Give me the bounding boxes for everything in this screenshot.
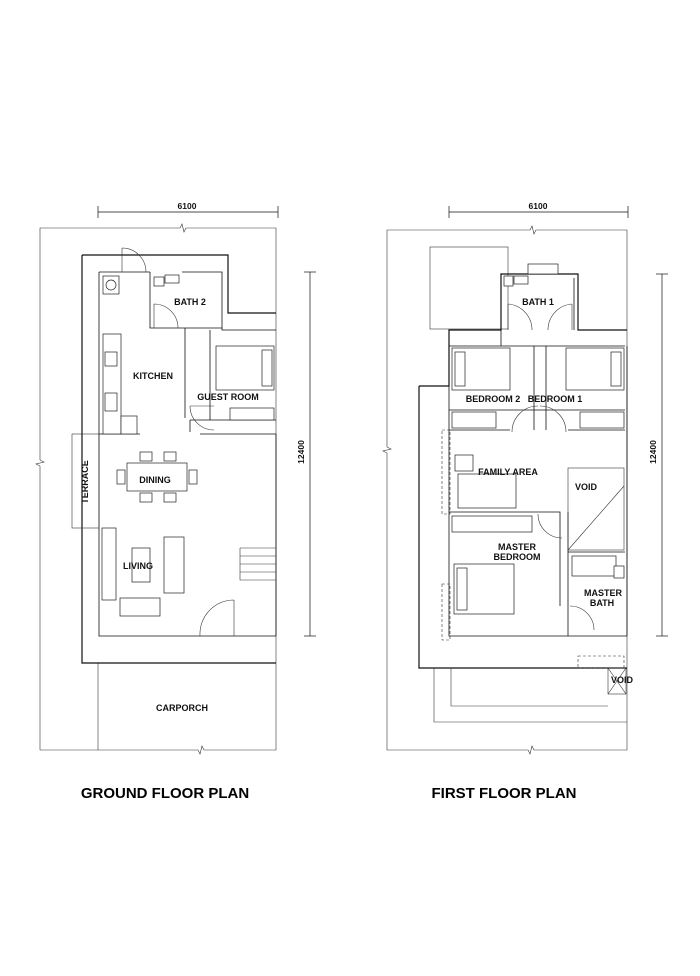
gf-label-carporch: CARPORCH [156, 703, 208, 713]
first-floor-plan [382, 206, 668, 755]
ff-site-boundary [382, 225, 628, 755]
ff-shower [527, 263, 559, 275]
gf-chair-5 [116, 469, 126, 485]
gf-chair-3 [139, 492, 153, 503]
gf-depth-dim: 12400 [296, 440, 306, 464]
gf-entry-door [121, 247, 147, 273]
ff-balcony [441, 429, 451, 515]
ff-label-bedroom2: BEDROOM 2 [466, 394, 521, 404]
gf-bath2-door [153, 303, 179, 329]
ff-width-dim: 6100 [529, 201, 548, 211]
ff-partition [533, 346, 547, 430]
gf-guest-wardrobe [229, 407, 275, 421]
ff-armchair [454, 454, 474, 472]
ff-bath1-door-r [547, 303, 573, 331]
gf-label-kitchen: KITCHEN [133, 371, 173, 381]
ff-label-master-bedroom-1: MASTER [498, 542, 537, 552]
ff-wardrobe1 [579, 411, 625, 429]
ff-depth-dim: 12400 [648, 440, 658, 464]
ff-void-upper-box [567, 467, 625, 551]
gf-wall-top [82, 254, 276, 314]
ff-bedroom2-door [511, 405, 539, 433]
gf-sink [104, 351, 118, 367]
ff-master-pillow [456, 567, 468, 611]
ff-bath1-walls [500, 278, 575, 346]
ff-bedroom-walls [449, 409, 625, 431]
ff-label-void-lower: VOID [611, 675, 634, 685]
gf-chair-4 [163, 492, 177, 503]
ff-roof-below [429, 246, 509, 330]
ff-bed2-pillow [454, 351, 466, 387]
gf-terrace-box [71, 433, 100, 529]
gf-guest-pillow [261, 349, 273, 387]
gf-wall-outer [81, 255, 276, 664]
gf-label-living: LIVING [123, 561, 153, 571]
ff-label-void-upper: VOID [575, 482, 598, 492]
ff-basin [513, 275, 529, 285]
ff-wall-left [418, 386, 627, 669]
ff-void-upper-diag [567, 485, 625, 551]
gf-wall-inner [98, 271, 276, 637]
gf-label-terrace: TERRACE [80, 460, 90, 504]
gf-site-boundary [35, 223, 277, 755]
ff-wc [503, 275, 514, 287]
ff-label-bath1: BATH 1 [522, 297, 554, 307]
gf-label-bath2: BATH 2 [174, 297, 206, 307]
gf-staircase [239, 547, 276, 581]
gf-chair-1 [139, 451, 153, 462]
gf-bath2-walls [149, 272, 222, 418]
gf-kitchen-counter [102, 333, 122, 435]
ff-master-balcony [441, 583, 451, 641]
ff-void-lower-cross [607, 667, 627, 695]
ff-label-bedroom1: BEDROOM 1 [528, 394, 583, 404]
ff-wardrobe2 [451, 411, 497, 429]
ff-master-door [537, 513, 563, 539]
ff-sofa [457, 473, 517, 509]
gf-chair-6 [188, 469, 198, 485]
gf-hob [104, 392, 118, 412]
gf-guest-door [189, 405, 215, 431]
gf-tv-console [101, 527, 117, 601]
gf-front-door [199, 599, 235, 637]
ff-bath1-door-l [507, 303, 533, 331]
ff-label-master-bedroom-2: BEDROOM [494, 552, 541, 562]
ff-masterbath-door [569, 605, 595, 631]
gf-wc [153, 276, 165, 287]
ground-floor-plan [35, 206, 316, 755]
ff-title: FIRST FLOOR PLAN [432, 785, 577, 802]
ff-void-lower-ledge [577, 655, 625, 669]
gf-title: GROUND FLOOR PLAN [81, 785, 249, 802]
gf-label-dining: DINING [139, 475, 171, 485]
gf-armchair [119, 597, 161, 617]
gf-fridge [120, 415, 138, 435]
gf-width-dim: 6100 [178, 201, 197, 211]
gf-label-guest-room: GUEST ROOM [197, 392, 259, 402]
ff-masterbath-tub [571, 555, 617, 577]
gf-chair-2 [163, 451, 177, 462]
ff-label-master-bath-1: MASTER [584, 588, 623, 598]
ff-bed1-pillow [610, 351, 622, 387]
ff-label-family-area: FAMILY AREA [478, 467, 538, 477]
ff-masterbath-wc [613, 565, 625, 579]
ff-void-lower-box [607, 667, 627, 695]
gf-basin [164, 274, 180, 284]
gf-washer-drum [105, 279, 117, 291]
ff-label-master-bath-2: BATH [590, 598, 614, 608]
gf-coffee-table [131, 547, 151, 583]
gf-dining-table [126, 462, 188, 492]
ff-master-wardrobe [451, 515, 533, 533]
ff-lower-roof [433, 668, 627, 723]
gf-sofa [163, 536, 185, 594]
ff-bedroom1-door [539, 405, 567, 433]
